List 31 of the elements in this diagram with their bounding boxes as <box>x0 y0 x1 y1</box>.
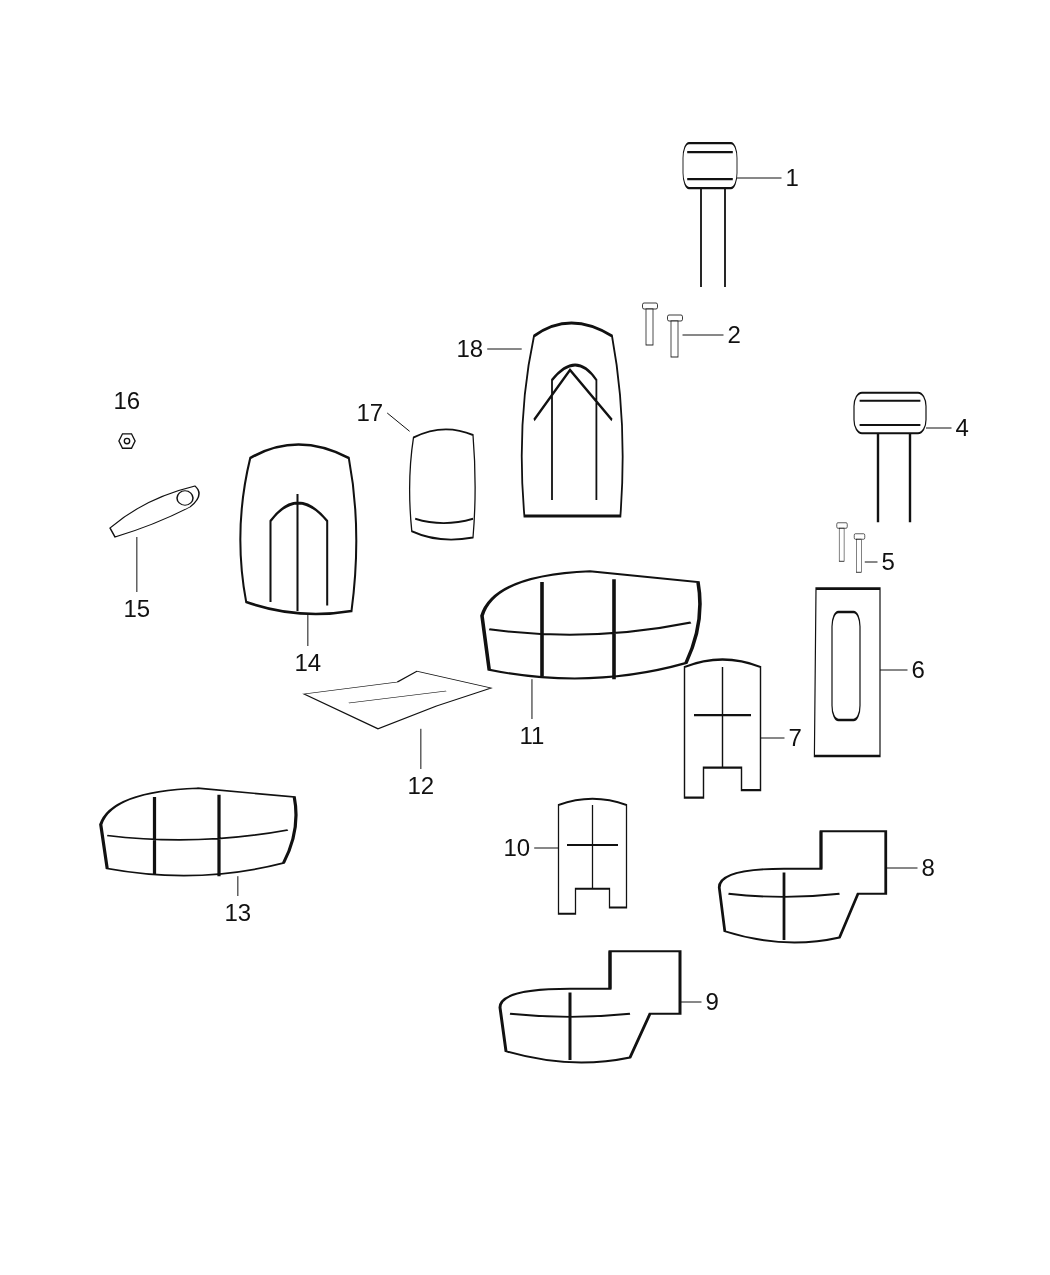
leader-line <box>531 678 533 720</box>
leader-line <box>237 875 239 897</box>
leader-line <box>885 867 918 869</box>
callout-number: 9 <box>705 989 719 1015</box>
leader-line <box>386 412 411 432</box>
callout-number: 5 <box>881 549 895 575</box>
callout-number: 2 <box>727 322 741 348</box>
callout-number: 1 <box>785 165 799 191</box>
callout-number: 4 <box>955 415 969 441</box>
callout-number: 13 <box>224 900 252 926</box>
leader-line <box>533 847 559 849</box>
callout-number: 17 <box>356 400 384 426</box>
headrest-drawing <box>850 390 930 525</box>
callout-number: 12 <box>407 773 435 799</box>
leader-line <box>682 334 724 336</box>
leader-line <box>136 536 138 593</box>
callout-number: 10 <box>503 835 531 861</box>
callout-number: 11 <box>519 723 545 749</box>
leader-line <box>760 737 785 739</box>
callout-number: 7 <box>788 725 802 751</box>
callout-number: 18 <box>456 336 484 362</box>
leader-line <box>864 561 878 563</box>
callout-number: 8 <box>921 855 935 881</box>
callout-number: 6 <box>911 657 925 683</box>
leader-line <box>420 728 422 770</box>
leader-line <box>486 348 523 350</box>
callout-number: 14 <box>294 650 322 676</box>
leader-line <box>307 613 309 647</box>
callout-number: 15 <box>123 596 151 622</box>
callout-number: 16 <box>113 388 141 414</box>
headrest-drawing <box>680 140 740 290</box>
